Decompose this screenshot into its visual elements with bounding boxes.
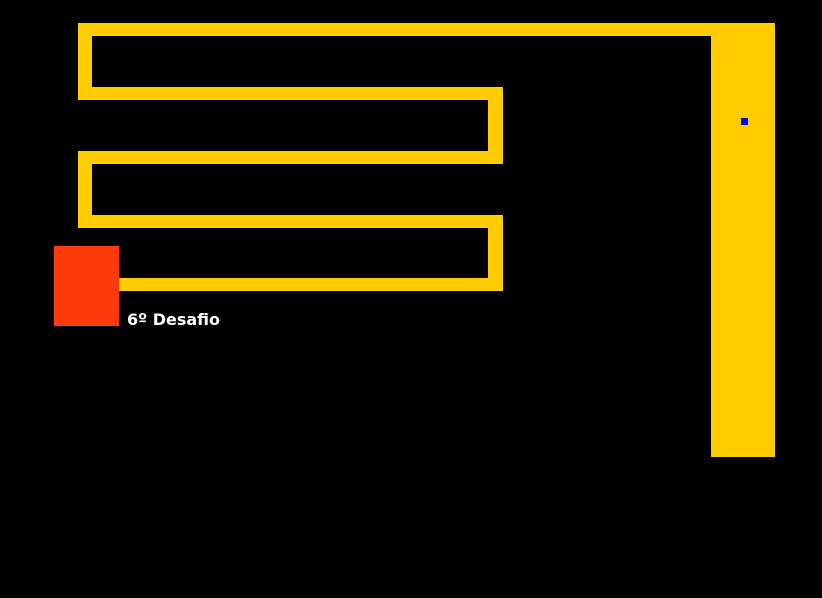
maze-path-top[interactable] (78, 23, 775, 36)
maze-path-row-4[interactable] (78, 215, 503, 228)
player-dot[interactable] (741, 118, 748, 125)
maze-path-row-5[interactable] (110, 278, 503, 291)
maze-path-right-connector-1[interactable] (488, 87, 503, 164)
maze-path-start-column[interactable] (711, 23, 775, 457)
maze-path-left-connector-1[interactable] (78, 23, 92, 100)
maze-path-left-connector-2[interactable] (78, 151, 92, 228)
level-label: 6º Desafio (127, 310, 221, 329)
goal-square[interactable] (54, 246, 119, 326)
maze-path-row-3[interactable] (78, 151, 503, 164)
maze-path-row-2[interactable] (78, 87, 503, 100)
maze-path-right-connector-2[interactable] (488, 215, 503, 291)
